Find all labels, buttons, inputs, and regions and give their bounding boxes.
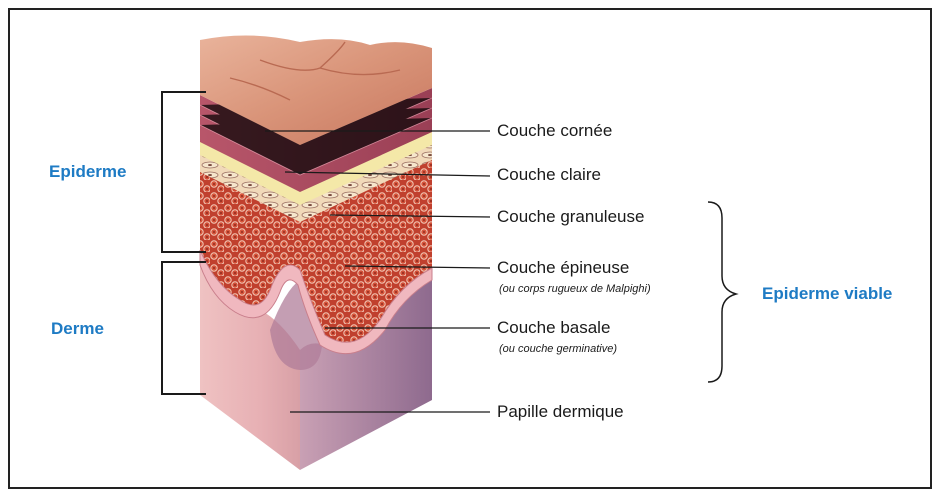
viable-brace [708,202,736,382]
label-couche-basale: Couche basale [497,318,610,338]
label-couche-granuleuse: Couche granuleuse [497,207,644,227]
derme-label: Derme [51,319,104,339]
label-papille-dermique: Papille dermique [497,402,624,422]
note-couche-epineuse: (ou corps rugueux de Malpighi) [499,283,651,295]
label-couche-cornee: Couche cornée [497,121,612,141]
epiderme-bracket [162,92,206,252]
label-couche-epineuse: Couche épineuse [497,258,629,278]
note-couche-basale: (ou couche germinative) [499,343,617,355]
epiderme-viable-label: Epiderme viable [762,284,892,304]
label-couche-claire: Couche claire [497,165,601,185]
epiderme-label: Epiderme [49,162,126,182]
derme-bracket [162,262,206,394]
